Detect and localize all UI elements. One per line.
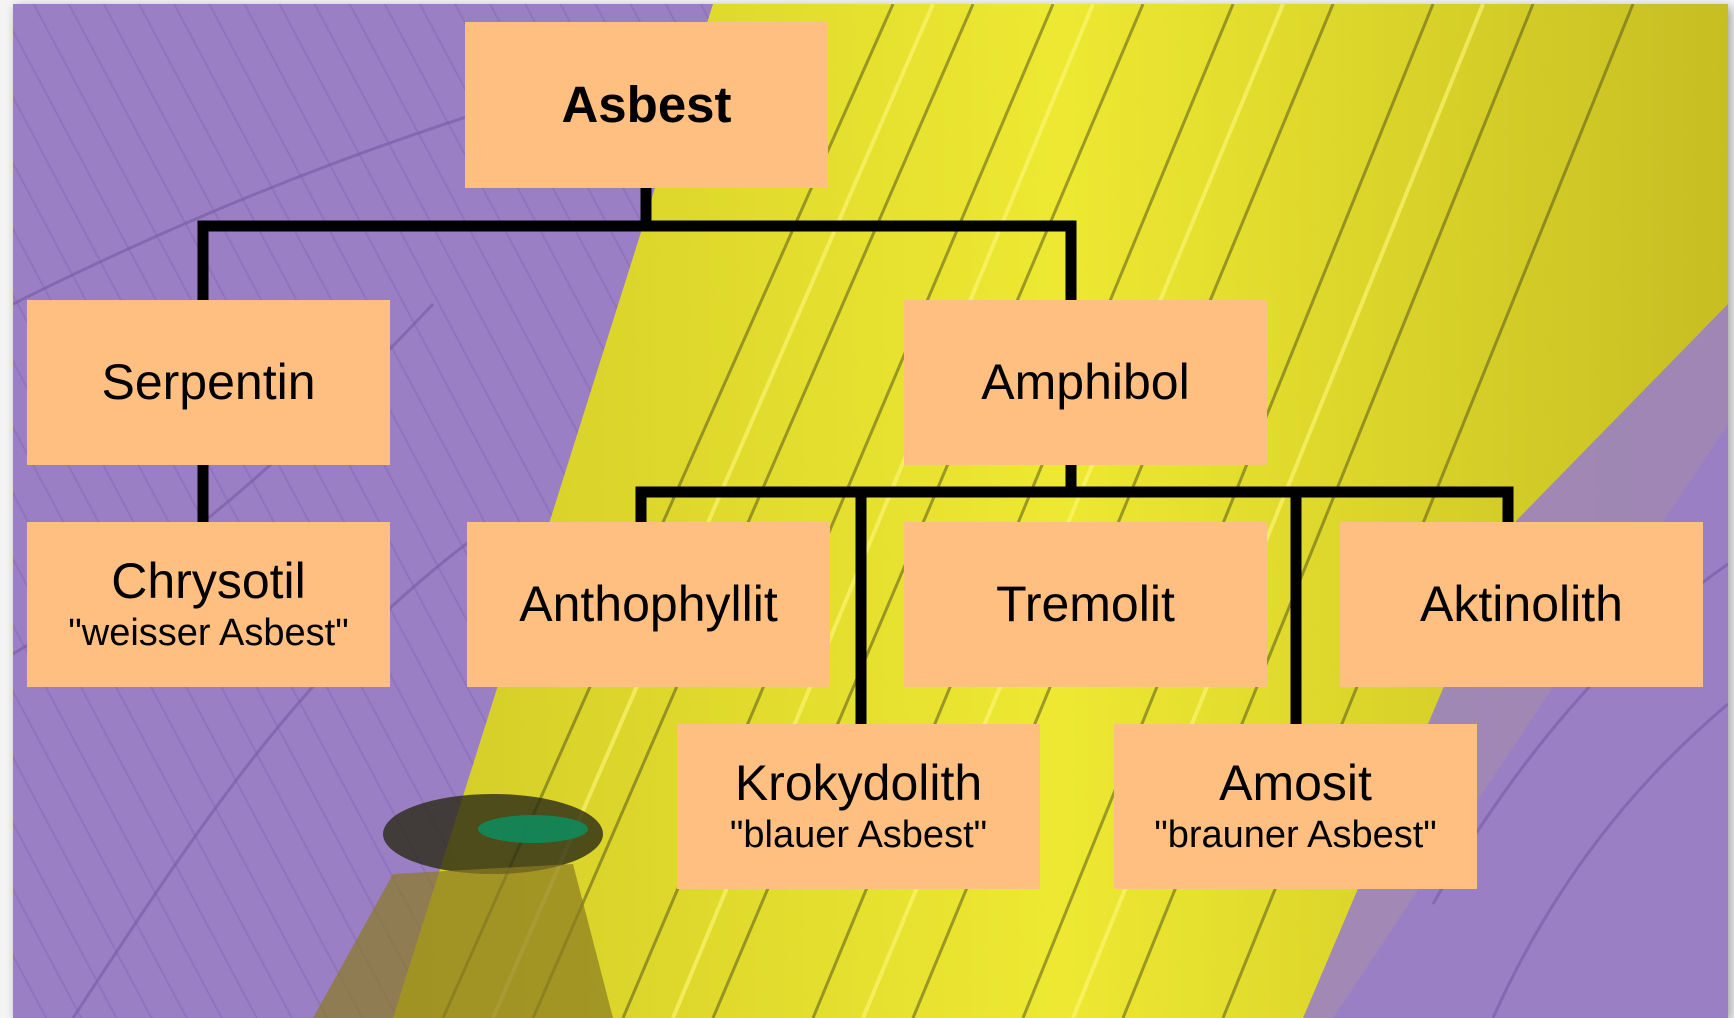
node-chrysotil-label: Chrysotil bbox=[111, 552, 305, 611]
node-krokydolith-label: Krokydolith bbox=[735, 754, 982, 813]
node-anthophyllit: Anthophyllit bbox=[467, 522, 830, 687]
node-krokydolith-sublabel: "blauer Asbest" bbox=[730, 813, 987, 859]
node-anthophyllit-label: Anthophyllit bbox=[519, 575, 778, 634]
node-amosit-label: Amosit bbox=[1219, 754, 1372, 813]
node-tremolit-label: Tremolit bbox=[996, 575, 1175, 634]
node-asbest: Asbest bbox=[465, 22, 828, 188]
node-chrysotil: Chrysotil "weisser Asbest" bbox=[27, 522, 390, 687]
node-aktinolith-label: Aktinolith bbox=[1420, 575, 1623, 634]
node-serpentin: Serpentin bbox=[27, 300, 390, 465]
node-asbest-label: Asbest bbox=[561, 75, 731, 135]
node-chrysotil-sublabel: "weisser Asbest" bbox=[68, 611, 348, 657]
node-aktinolith: Aktinolith bbox=[1340, 522, 1703, 687]
node-tremolit: Tremolit bbox=[904, 522, 1267, 687]
node-amphibol: Amphibol bbox=[904, 300, 1267, 465]
node-amphibol-label: Amphibol bbox=[981, 353, 1189, 412]
node-amosit: Amosit "brauner Asbest" bbox=[1114, 724, 1477, 889]
node-amosit-sublabel: "brauner Asbest" bbox=[1154, 813, 1437, 859]
node-serpentin-label: Serpentin bbox=[101, 353, 315, 412]
node-krokydolith: Krokydolith "blauer Asbest" bbox=[677, 724, 1040, 889]
